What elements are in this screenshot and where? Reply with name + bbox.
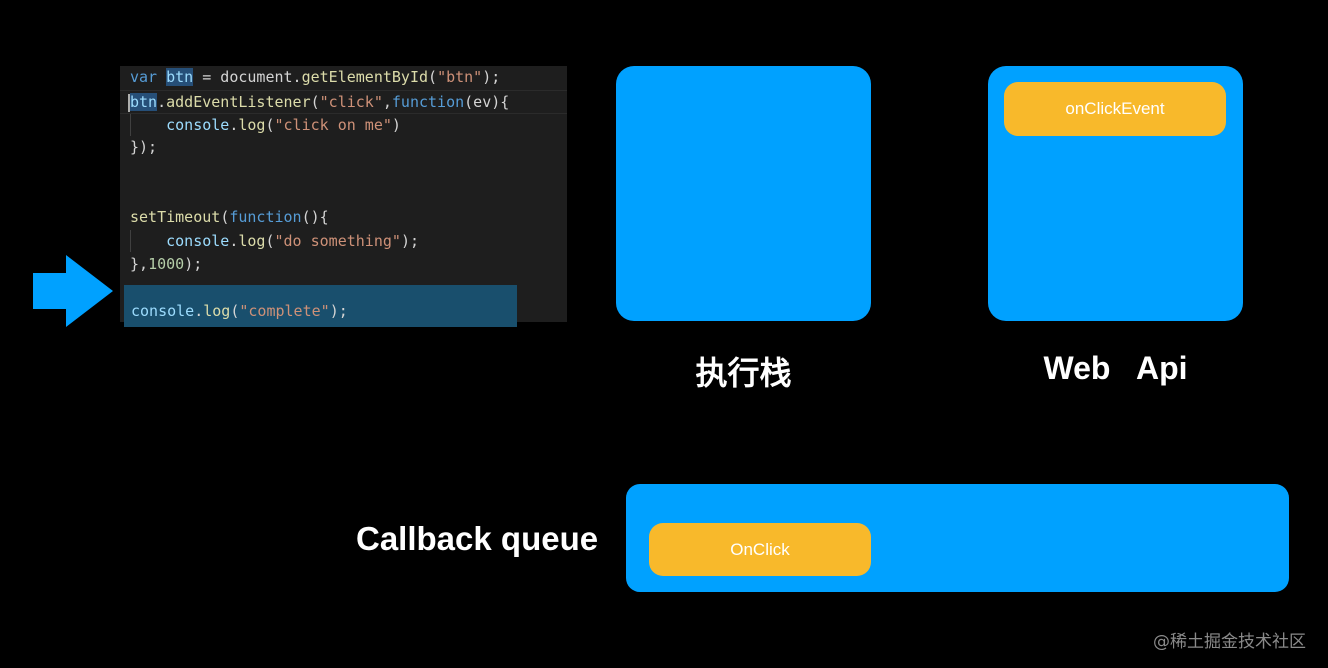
execution-stack-label: 执行栈 — [695, 354, 792, 392]
code-panel: var btn = document.getElementById("btn")… — [120, 66, 567, 322]
code-line-2: btn.addEventListener("click",function(ev… — [120, 90, 567, 114]
watermark: @稀土掘金技术社区 — [1153, 632, 1306, 652]
execution-stack-box — [616, 66, 871, 321]
code-line-5: setTimeout(function(){ — [130, 208, 329, 226]
arrow-right-icon — [33, 255, 113, 327]
code-line-6: console.log("do something"); — [166, 232, 419, 250]
web-api-label: Web Api — [1043, 350, 1188, 386]
current-line-highlight — [124, 285, 517, 327]
code-line-7: },1000); — [130, 255, 203, 273]
indent-guide — [130, 114, 131, 136]
code-line-3: console.log("click on me") — [166, 116, 401, 134]
indent-guide — [130, 230, 131, 252]
text-cursor — [128, 93, 130, 112]
code-line-4: }); — [130, 138, 158, 156]
onclick-item: OnClick — [649, 523, 871, 576]
onclickevent-item: onClickEvent — [1004, 82, 1226, 136]
code-line-8: console.log("complete"); — [131, 302, 348, 320]
callback-queue-label: Callback queue — [356, 520, 599, 557]
code-line-1: var btn = document.getElementById("btn")… — [130, 68, 501, 86]
